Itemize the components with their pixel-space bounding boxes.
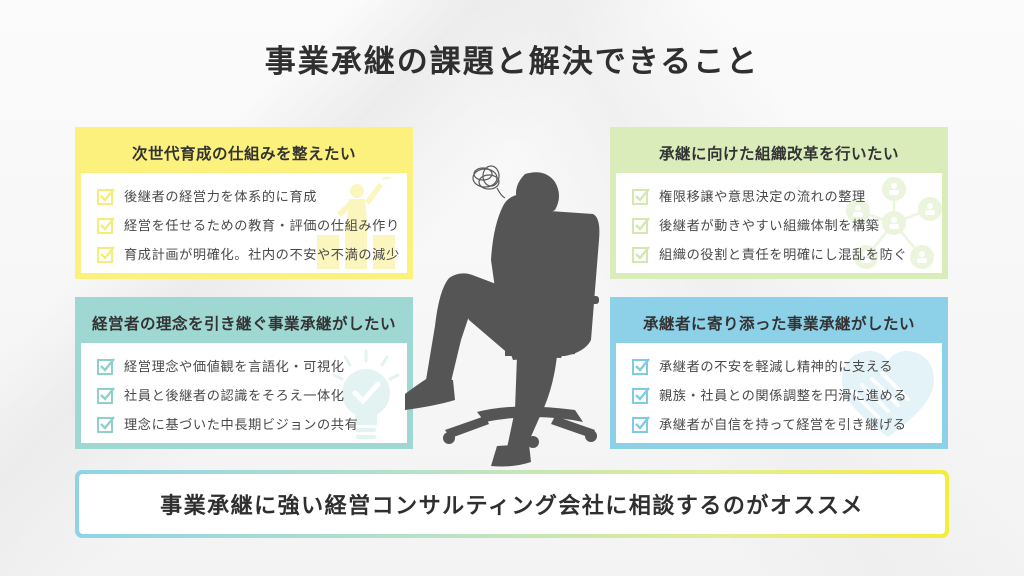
worry-scribble-icon — [472, 165, 506, 199]
list-item: 育成計画が明確化。社内の不安や不満の減少 — [97, 239, 407, 268]
card-body: 承継者の不安を軽減し精神的に支える 親族・社員との関係調整を円滑に進める 承継者… — [616, 343, 942, 443]
page-title: 事業承継の課題と解決できること — [264, 44, 760, 80]
worried-businessman-silhouette — [405, 165, 600, 467]
card-next-generation: 次世代育成の仕組みを整えたい 後継者の経営力を体系的に育成 経営を任せるための教… — [75, 127, 413, 279]
checkbox-icon — [97, 357, 115, 375]
list-item-text: 権限移譲や意思決定の流れの整理 — [659, 190, 866, 205]
lightbulb-check-icon — [332, 349, 400, 439]
card-heading: 承継者に寄り添った事業承継がしたい — [642, 315, 915, 333]
checkbox-icon — [632, 245, 650, 263]
list-item: 理念に基づいた中長期ビジョンの共有 — [97, 409, 407, 438]
list-item-text: 承継者が自信を持って経営を引き継げる — [659, 418, 907, 433]
checkbox-icon — [97, 386, 115, 404]
list-item-text: 育成計画が明確化。社内の不安や不満の減少 — [124, 248, 400, 263]
list-item: 経営を任せるための教育・評価の仕組み作り — [97, 210, 407, 239]
list-item-text: 組織の役割と責任を明確にし混乱を防ぐ — [659, 248, 908, 263]
list-item: 後継者が動きやすい組織体制を構築 — [632, 210, 942, 239]
cta-banner: 事業承継に強い経営コンサルティング会社に相談するのがオススメ — [75, 470, 949, 538]
list-item-text: 社員と後継者の認識をそろえ一体化 — [124, 389, 345, 404]
checkbox-icon — [632, 216, 650, 234]
checkbox-icon — [632, 187, 650, 205]
list-item-text: 経営を任せるための教育・評価の仕組み作り — [124, 219, 400, 234]
card-body: 経営理念や価値観を言語化・可視化 社員と後継者の認識をそろえ一体化 理念に基づい… — [81, 343, 407, 443]
list-item-text: 後継者が動きやすい組織体制を構築 — [659, 219, 880, 234]
checkbox-icon — [97, 187, 115, 205]
list-item: 親族・社員との関係調整を円滑に進める — [632, 380, 942, 409]
checkbox-icon — [632, 386, 650, 404]
cta-text: 事業承継に強い経営コンサルティング会社に相談するのがオススメ — [79, 474, 945, 534]
list-item-text: 経営理念や価値観を言語化・可視化 — [124, 360, 345, 375]
list-item: 後継者の経営力を体系的に育成 — [97, 181, 407, 210]
checkbox-icon — [632, 357, 650, 375]
list-item-text: 理念に基づいた中長期ビジョンの共有 — [124, 418, 359, 433]
card-body: 後継者の経営力を体系的に育成 経営を任せるための教育・評価の仕組み作り 育成計画… — [81, 173, 407, 273]
checkbox-icon — [632, 415, 650, 433]
list-item-text: 親族・社員との関係調整を円滑に進める — [659, 389, 908, 404]
list-item: 承継者の不安を軽減し精神的に支える — [632, 351, 942, 380]
card-heading: 次世代育成の仕組みを整えたい — [131, 145, 356, 163]
list-item: 承継者が自信を持って経営を引き継げる — [632, 409, 942, 438]
checkbox-icon — [97, 216, 115, 234]
checkbox-icon — [97, 415, 115, 433]
card-heading: 承継に向けた組織改革を行いたい — [658, 145, 899, 163]
network-people-icon — [846, 177, 942, 269]
card-philosophy: 経営者の理念を引き継ぐ事業承継がしたい 経営理念や価値観を言語化・可視化 — [75, 297, 413, 449]
list-item: 組織の役割と責任を明確にし混乱を防ぐ — [632, 239, 942, 268]
card-heading: 経営者の理念を引き継ぐ事業承継がしたい — [91, 315, 396, 333]
list-item: 社員と後継者の認識をそろえ一体化 — [97, 380, 407, 409]
list-item-text: 承継者の不安を軽減し精神的に支える — [659, 360, 893, 375]
card-successor-support: 承継者に寄り添った事業承継がしたい 承継者の不安を軽減し精神的に支える 親族・社… — [610, 297, 948, 449]
list-item-text: 後継者の経営力を体系的に育成 — [124, 190, 318, 205]
card-organization: 承継に向けた組織改革を行いたい — [610, 127, 948, 279]
list-item: 権限移譲や意思決定の流れの整理 — [632, 181, 942, 210]
handshake-heart-icon — [842, 351, 934, 437]
checkbox-icon — [97, 245, 115, 263]
list-item: 経営理念や価値観を言語化・可視化 — [97, 351, 407, 380]
card-body: 権限移譲や意思決定の流れの整理 後継者が動きやすい組織体制を構築 組織の役割と責… — [616, 173, 942, 273]
growth-chart-icon — [317, 177, 395, 269]
